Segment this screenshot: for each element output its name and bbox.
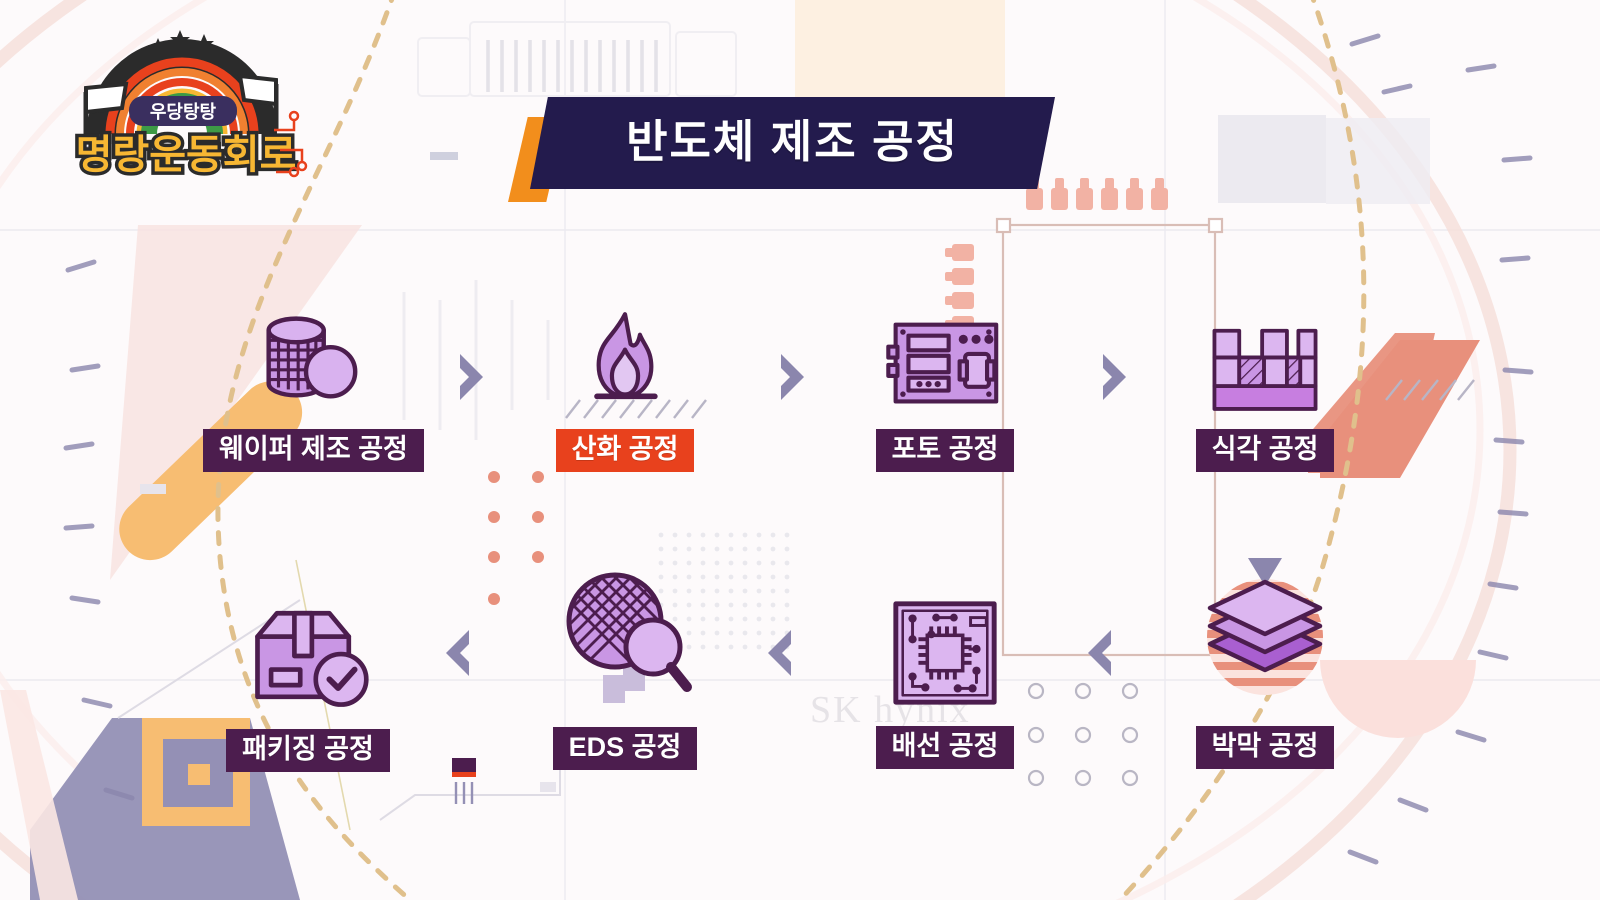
mini-chip-decoration bbox=[452, 758, 476, 804]
stacked-layers-icon bbox=[1165, 558, 1365, 712]
process-step-label-oxidation: 산화 공정 bbox=[555, 429, 695, 472]
chevron-right-icon bbox=[460, 354, 483, 400]
process-step-label-wiring: 배선 공정 bbox=[875, 726, 1015, 769]
tick-marks-right bbox=[1347, 33, 1534, 865]
wafer-magnifier-icon bbox=[525, 565, 725, 713]
hatch-lines bbox=[565, 399, 707, 419]
wafer-stack-icon bbox=[203, 285, 413, 415]
logo-svg: 우당탕탕 명랑운동회로 bbox=[72, 30, 308, 181]
chevron-left-icon bbox=[768, 630, 791, 676]
box-check-icon bbox=[203, 575, 413, 715]
title-banner: 반도체 제조 공정 bbox=[530, 97, 1055, 189]
process-step-thinfilm[interactable]: 박막 공정 bbox=[1165, 558, 1365, 769]
logo-flags bbox=[83, 73, 279, 138]
process-step-label-etching: 식각 공정 bbox=[1195, 429, 1335, 472]
salmon-dot-grid bbox=[488, 471, 544, 605]
chevron-left-icon bbox=[446, 630, 469, 676]
flame-icon bbox=[525, 285, 725, 415]
process-step-label-thinfilm: 박막 공정 bbox=[1195, 726, 1335, 769]
chip-package-icon bbox=[845, 572, 1045, 712]
logo-main-text-outline: 명랑운동회로 bbox=[76, 133, 297, 177]
arrow-wafer-to-oxidation bbox=[455, 352, 489, 402]
process-step-label-wafer: 웨이퍼 제조 공정 bbox=[203, 429, 424, 472]
arrow-eds-to-packaging bbox=[440, 628, 474, 678]
arrow-photo-to-etching bbox=[1098, 352, 1132, 402]
page-title: 반도체 제조 공정 bbox=[500, 95, 1060, 202]
process-step-etching[interactable]: 식각 공정 bbox=[1165, 285, 1365, 472]
comb-bars bbox=[486, 40, 658, 92]
process-step-wiring[interactable]: 배선 공정 bbox=[845, 572, 1045, 769]
program-logo: 우당탕탕 명랑운동회로 bbox=[62, 22, 322, 187]
process-step-photo[interactable]: 포토 공정 bbox=[845, 285, 1045, 472]
chevron-right-icon bbox=[1103, 354, 1126, 400]
arrow-thinfilm-to-wiring bbox=[1082, 628, 1116, 678]
chevron-right-icon bbox=[781, 354, 804, 400]
circuit-board-icon bbox=[845, 285, 1045, 415]
etched-layers-icon bbox=[1165, 285, 1365, 415]
arrow-wiring-to-eds bbox=[762, 628, 796, 678]
chip-pins bbox=[918, 626, 972, 680]
process-step-label-packaging: 패키징 공정 bbox=[226, 729, 390, 772]
chevron-left-icon bbox=[1088, 630, 1111, 676]
arrow-oxidation-to-photo bbox=[776, 352, 810, 402]
process-step-label-eds: EDS 공정 bbox=[552, 727, 698, 770]
tick-marks-left bbox=[63, 141, 135, 801]
process-step-eds[interactable]: EDS 공정 bbox=[525, 565, 725, 770]
process-step-packaging[interactable]: 패키징 공정 bbox=[203, 575, 413, 772]
process-step-oxidation[interactable]: 산화 공정 bbox=[525, 285, 725, 472]
title-text: 반도체 제조 공정 bbox=[626, 115, 959, 167]
logo-top-text: 우당탕탕 bbox=[150, 102, 217, 122]
process-step-label-photo: 포토 공정 bbox=[875, 429, 1015, 472]
logo-circuit bbox=[274, 110, 308, 178]
circle-grid bbox=[1027, 682, 1139, 787]
process-step-wafer[interactable]: 웨이퍼 제조 공정 bbox=[203, 285, 424, 472]
